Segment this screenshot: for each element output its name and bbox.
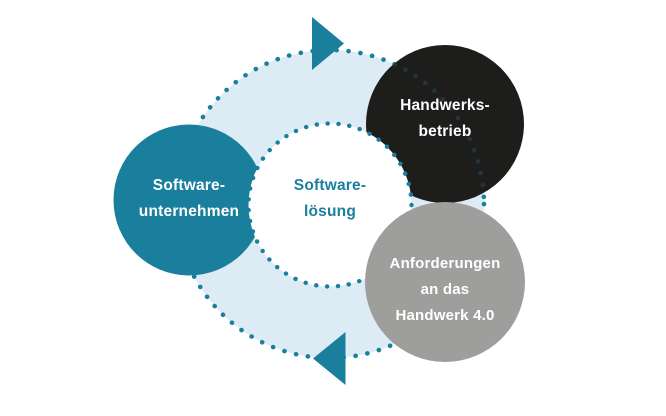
node-handwerksbetrieb bbox=[366, 45, 524, 203]
label-software-unternehmen: Software- unternehmen bbox=[139, 173, 239, 225]
label-anforderungen: Anforderungen an das Handwerk 4.0 bbox=[390, 251, 501, 329]
node-anforderungen bbox=[365, 202, 525, 362]
node-software-unternehmen bbox=[113, 124, 265, 276]
label-handwerksbetrieb: Handwerks- betrieb bbox=[400, 93, 490, 145]
clockwise-arrow-bottom-icon bbox=[313, 332, 346, 385]
label-line: Software- bbox=[293, 177, 367, 194]
label-line: betrieb bbox=[418, 123, 472, 140]
label-software-loesung: Software- lösung bbox=[294, 173, 366, 225]
center-dotted-border bbox=[246, 121, 414, 289]
label-line: Handwerk 4.0 bbox=[395, 307, 495, 324]
label-line: Handwerks- bbox=[400, 97, 490, 114]
label-line: Software- bbox=[152, 177, 226, 194]
label-line: lösung bbox=[303, 203, 356, 220]
center-circle-software-loesung bbox=[248, 123, 412, 287]
label-line: Anforderungen bbox=[389, 255, 501, 272]
label-line: an das bbox=[420, 281, 470, 298]
label-line: unternehmen bbox=[138, 203, 240, 220]
clockwise-arrow-top-icon bbox=[312, 17, 344, 70]
